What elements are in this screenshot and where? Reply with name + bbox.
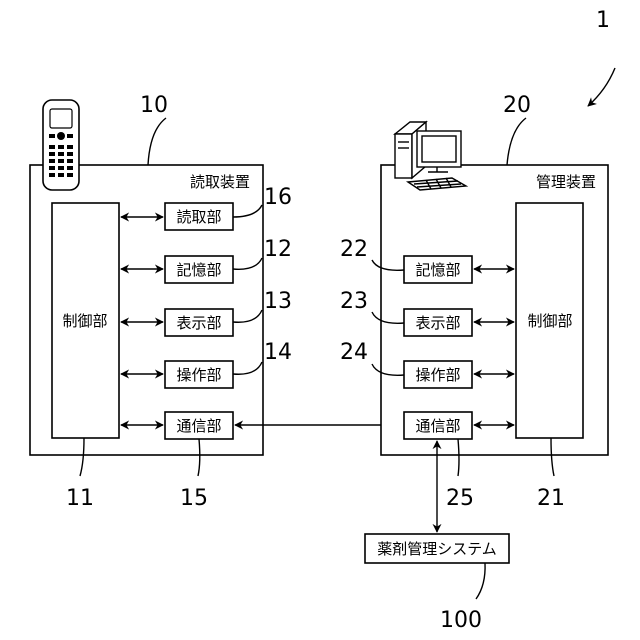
- reader-unit-read-ref: 16: [264, 185, 292, 210]
- system-ref-label: 1: [596, 8, 610, 33]
- external-system-label: 薬剤管理システム: [377, 540, 497, 558]
- manager-unit-comm-label: 通信部: [415, 417, 460, 435]
- manager-unit-storage-label: 記憶部: [415, 261, 460, 279]
- reader-unit-storage-ref: 12: [264, 237, 292, 262]
- handheld-reader-icon: [43, 100, 79, 190]
- reader-unit-comm-label: 通信部: [176, 417, 221, 435]
- manager-unit-storage-ref: 22: [340, 237, 368, 262]
- reader-unit-comm-ref: 15: [180, 486, 208, 511]
- manager-device-leader: [507, 118, 526, 165]
- manager-unit-operation-label: 操作部: [415, 366, 460, 384]
- reader-device-leader: [148, 118, 166, 165]
- reader-unit-storage-label: 記憶部: [176, 261, 221, 279]
- reader-unit-operation-ref: 14: [264, 340, 292, 365]
- reader-unit-operation-label: 操作部: [176, 366, 221, 384]
- reader-control-label: 制御部: [62, 312, 107, 330]
- manager-unit-comm-ref: 25: [446, 486, 474, 511]
- manager-control-ref: 21: [537, 486, 565, 511]
- external-system-ref: 100: [440, 608, 482, 633]
- manager-unit-display-label: 表示部: [415, 314, 460, 332]
- reader-unit-display-ref: 13: [264, 289, 292, 314]
- reader-control-ref: 11: [66, 486, 94, 511]
- external-system-leader: [476, 563, 485, 599]
- system-ref-arrow: [588, 68, 615, 106]
- manager-unit-operation-ref: 24: [340, 340, 368, 365]
- manager-control-label: 制御部: [527, 312, 572, 330]
- reader-unit-display-label: 表示部: [176, 314, 221, 332]
- manager-unit-display-ref: 23: [340, 289, 368, 314]
- manager-device-title: 管理装置: [536, 173, 596, 191]
- reader-device-title: 読取装置: [190, 173, 250, 191]
- manager-device-ref: 20: [503, 93, 531, 118]
- reader-unit-read-label: 読取部: [176, 208, 221, 226]
- reader-device-ref: 10: [140, 93, 168, 118]
